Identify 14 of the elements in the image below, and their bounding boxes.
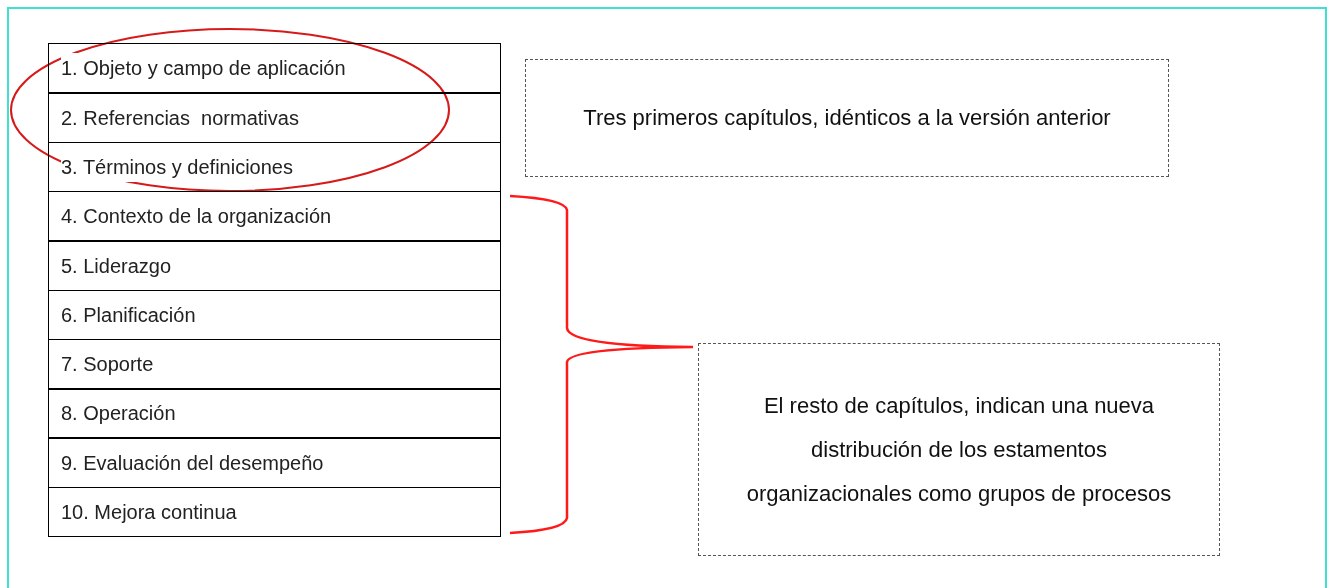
chapter-row <box>48 388 501 439</box>
chapter-row <box>48 437 501 489</box>
chapter-row <box>48 338 501 390</box>
chapter-row <box>48 240 501 291</box>
note-box <box>525 59 1169 177</box>
chapter-row <box>48 190 501 242</box>
chapter-row <box>48 289 501 341</box>
note-text: Tres primeros capítulos, idénticos a la versión anterior <box>583 104 1111 132</box>
chapter-row <box>48 486 501 538</box>
note-text: El resto de capítulos, indican una nueva distribución de los estamentos organizacionales como grupos de procesos <box>745 391 1173 508</box>
chapter-row <box>48 43 501 94</box>
note-box <box>698 343 1220 556</box>
chapter-row <box>48 92 501 144</box>
chapter-row <box>48 141 501 193</box>
